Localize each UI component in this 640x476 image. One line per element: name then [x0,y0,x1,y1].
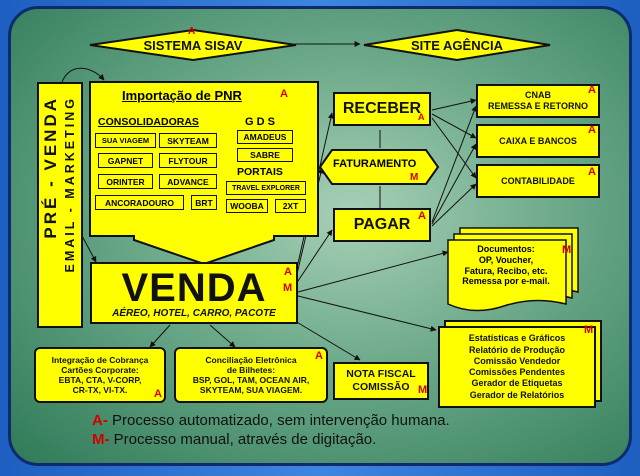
diamond-shape [89,28,297,62]
documentos-line4: Remessa por e-mail. [462,276,550,287]
legend-a-text: Processo automatizado, sem intervenção h… [112,412,450,429]
gds-amadeus: AMADEUS [237,130,293,144]
cnab-a-tag: A [588,84,596,96]
relatorio-item: Comissões Pendentes [468,367,566,377]
consolidadora-ancoradouro: ANCORADOURO [95,195,184,210]
legend-m: M- Processo manual, através de digitação… [92,431,376,448]
pagar-label: PAGAR [353,216,411,233]
documentos-line1: Documentos: [477,244,535,254]
portal-travel-explorer: TRAVEL EXPLORER [226,181,306,195]
receber-a-tag: A [418,112,425,122]
conciliacao-a-tag: A [315,350,323,362]
venda-a-tag: A [284,266,292,278]
consolidadoras-title: CONSOLIDADORAS [98,116,199,128]
relatorio-item: Gerador de Relatórios [469,389,565,400]
nota-fiscal-line1: NOTA FISCAL [346,368,416,381]
receber-label: RECEBER [342,100,422,117]
diamond-shape [363,28,551,62]
cobranca-line1: Integração de Cobrança [51,354,149,365]
caixa-a-tag: A [588,124,596,136]
nota-fiscal-box: NOTA FISCAL COMISSÃO [333,362,429,400]
relatorio-item: Relatório de Produção [468,344,566,355]
cobranca-line3: EBTA, CTA, V-CORP, [58,375,142,385]
site-agencia-diamond: SITE AGÊNCIA [362,28,552,62]
receber-box: RECEBER [333,92,431,126]
documentos-m-tag: M [562,244,572,256]
relatorio-item: Estatísticas e Gráficos [468,333,566,344]
nota-fiscal-m-tag: M [418,384,428,396]
venda-title: VENDA [121,265,267,310]
relatorios-box: Estatísticas e Gráficos Relatório de Pro… [438,326,596,408]
documentos-line3: Fatura, Recibo, etc. [464,265,548,276]
consolidadora-orinter: ORINTER [98,174,153,189]
sistema-sisav-diamond: SISTEMA SISAV [88,28,298,62]
consolidadora-skyteam: SKYTEAM [159,133,217,148]
relatorios-m-tag: M [584,324,594,336]
sistema-sisav-label: SISTEMA SISAV [143,37,243,53]
portais-title: PORTAIS [237,166,283,178]
pre-venda-label: PRÉ - VENDA [41,96,60,239]
cnab-line2: REMESSA E RETORNO [487,101,588,111]
portal-2xt: 2XT [275,199,306,213]
faturamento-label: FATURAMENTO [333,158,417,170]
pagar-box: PAGAR [333,208,431,242]
cobranca-line2: Cartões Corporate: [61,364,139,375]
gds-sabre: SABRE [237,148,293,162]
nota-fiscal-line2: COMISSÃO [352,381,410,393]
portal-wooba: WOOBA [226,199,268,213]
cobranca-box: Integração de Cobrança Cartões Corporate… [34,347,166,403]
legend-a: A- Processo automatizado, sem intervençã… [92,412,450,429]
email-marketing-label: EMAIL - MARKETING [63,96,77,273]
caixa-box: CAIXA E BANCOS [476,124,600,158]
pagar-a-tag: A [418,210,426,222]
documentos-text: Documentos: OP, Voucher, Fatura, Recibo,… [450,244,562,287]
legend-m-text: Processo manual, através de digitação. [113,431,377,448]
legend-a-key: A- [92,412,108,429]
cobranca-a-tag: A [154,388,162,400]
importacao-arrow-shape [89,81,319,266]
relatorio-item: Gerador de Etiquetas [471,378,563,389]
documentos-stack [447,227,579,312]
conciliacao-line1: Conciliação Eletrônica [205,354,297,365]
venda-box: VENDA AÉREO, HOTEL, CARRO, PACOTE [90,262,298,324]
documentos-line2: OP, Voucher, [478,254,534,265]
contabilidade-a-tag: A [588,166,596,178]
pre-venda-box: PRÉ - VENDA EMAIL - MARKETING [37,82,83,328]
importacao-a-tag: A [280,88,288,100]
caixa-label: CAIXA E BANCOS [499,136,577,146]
importacao-title: Importação de PNR [122,88,242,103]
conciliacao-line2: de Bilhetes: [226,364,276,375]
venda-subtitle: AÉREO, HOTEL, CARRO, PACOTE [112,307,276,319]
cnab-box: CNAB REMESSA E RETORNO [476,84,600,118]
cobranca-line4: CR-TX, VI-TX. [72,385,128,396]
conciliacao-line4: SKYTEAM, SUA VIAGEM. [199,385,303,396]
gds-title: G D S [245,116,275,128]
consolidadora-flytour: FLYTOUR [159,153,217,168]
consolidadora-advance: ADVANCE [159,174,217,189]
consolidadora-sua-viagem: SUA VIAGEM [95,133,156,148]
consolidadora-brt: BRT [191,195,217,210]
contabilidade-box: CONTABILIDADE [476,164,600,198]
cnab-line1: CNAB [525,90,551,101]
faturamento-m-tag: M [410,172,419,183]
venda-m-tag: M [283,282,293,294]
contabilidade-label: CONTABILIDADE [501,176,575,186]
faturamento-shape [318,149,440,185]
consolidadora-gapnet: GAPNET [98,153,153,168]
conciliacao-line3: BSP, GOL, TAM, OCEAN AIR, [192,375,310,385]
conciliacao-box: Conciliação Eletrônica de Bilhetes: BSP,… [174,347,328,403]
legend-m-key: M- [92,431,110,448]
relatorio-item: Comissão Vendedor [473,355,561,366]
site-agencia-label: SITE AGÊNCIA [411,37,503,53]
sisav-a-tag: A [188,26,196,37]
